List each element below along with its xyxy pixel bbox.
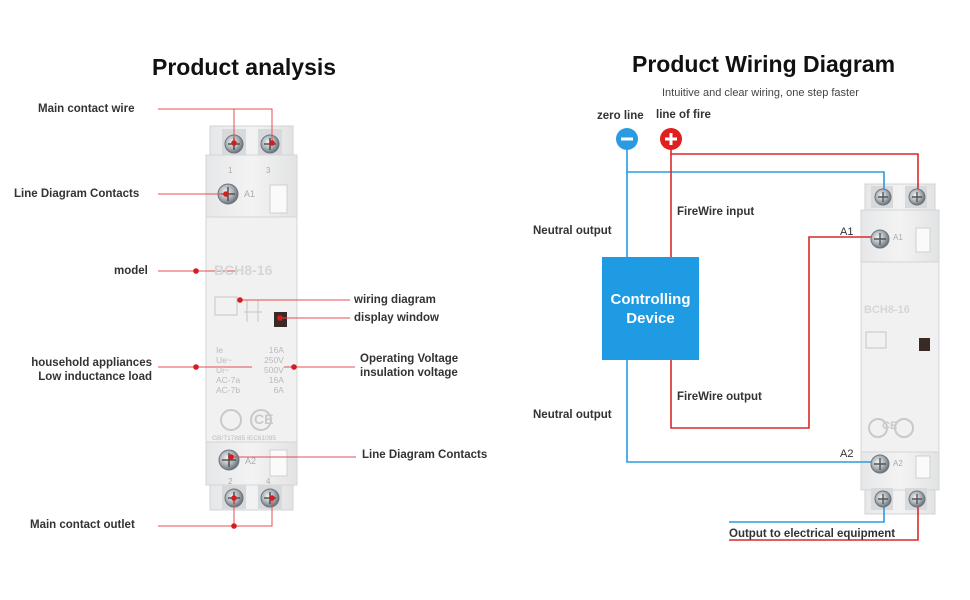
module-a1-marking: A1 [244, 189, 256, 199]
label-firewire-output: FireWire output [677, 391, 762, 403]
standards-marking: GB/T17885 IEC61095 [212, 435, 276, 442]
leader-dots-left [193, 140, 297, 529]
label-line-diagram-contacts-top: Line Diagram Contacts [14, 188, 140, 200]
right-module-a2-marking: A2 [893, 459, 903, 468]
label-firewire-input: FireWire input [677, 206, 755, 218]
label-operating-voltage: Operating Voltage insulation voltage [360, 353, 459, 379]
product-analysis-title: Product analysis [152, 54, 337, 80]
label-main-contact-outlet: Main contact outlet [30, 519, 135, 531]
label-line-diagram-contacts-bottom: Line Diagram Contacts [362, 449, 488, 461]
label-wiring-diagram: wiring diagram [354, 294, 436, 306]
module-model-marking: BCH8-16 [214, 262, 273, 278]
terminal-number-3: 3 [266, 166, 271, 175]
label-output-electrical-equipment: Output to electrical equipment [729, 528, 896, 540]
minus-terminal-icon [616, 128, 638, 150]
controlling-device-box: Controlling Device [602, 257, 699, 360]
label-a1: A1 [840, 226, 854, 238]
wiring-diagram-title: Product Wiring Diagram [632, 51, 896, 77]
ce-mark: CE [254, 411, 274, 427]
label-a2: A2 [840, 448, 854, 460]
screws-right [870, 188, 926, 508]
label-model: model [114, 265, 148, 277]
terminal-number-2: 2 [228, 477, 233, 486]
terminal-number-4: 4 [266, 477, 271, 486]
right-ce-mark: CE [882, 420, 898, 432]
wiring-diagram-subtitle: Intuitive and clear wiring, one step fas… [662, 87, 859, 99]
label-neutral-output-bottom: Neutral output [533, 409, 612, 421]
label-zero-line: zero line [597, 110, 644, 122]
right-module-a1-marking: A1 [893, 233, 903, 242]
device-label-line1: Controlling [610, 290, 691, 308]
label-neutral-output-top: Neutral output [533, 225, 612, 237]
label-line-of-fire: line of fire [656, 109, 711, 121]
right-module-model-marking: BCH8-16 [864, 304, 910, 316]
module-a2-marking: A2 [245, 456, 257, 466]
plus-terminal-icon [660, 128, 682, 150]
contactor-module-left [205, 125, 298, 511]
label-main-contact-wire: Main contact wire [38, 103, 135, 115]
label-display-window: display window [354, 312, 439, 324]
label-household-appliances: household appliances Low inductance load [31, 357, 152, 383]
device-label-line2: Device [626, 309, 675, 327]
terminal-number-1: 1 [228, 166, 233, 175]
fire-wires [670, 148, 919, 541]
